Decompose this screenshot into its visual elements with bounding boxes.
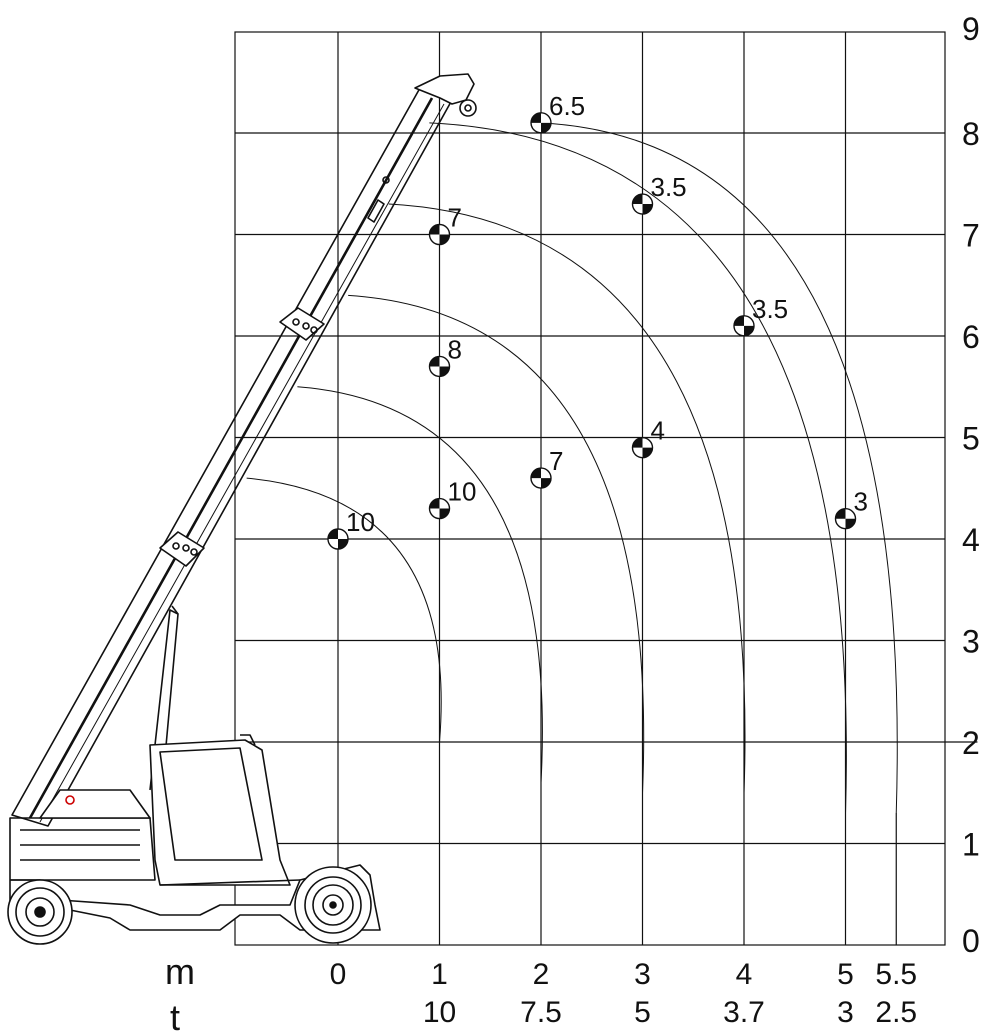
load-point: [327, 528, 349, 550]
load-point-label: 3.5: [651, 172, 687, 202]
load-tick-label: 7.5: [520, 996, 562, 1029]
x-tick-label: 5: [837, 958, 854, 991]
y-tick-label: 1: [962, 827, 980, 863]
load-unit-label: t: [170, 997, 180, 1036]
grid-frame: [234, 31, 946, 946]
load-point: [428, 497, 451, 520]
axis-labels: 0 1 2 3 4 5 5.5 10 7.5 5 3.7 3 2.5 mt 0 1 2 3 4 5 6 7 8 9: [165, 11, 980, 1036]
load-point-label: 7: [549, 446, 563, 476]
y-tick-label: 9: [962, 11, 980, 47]
x-tick-label: 4: [736, 958, 753, 991]
load-point: [631, 436, 654, 459]
load-point: [530, 467, 552, 489]
y-tick-label: 5: [962, 421, 980, 457]
radius-arc: [297, 386, 543, 814]
x-tick-label: 2: [533, 958, 550, 991]
y-tick-label: 0: [962, 923, 980, 959]
x-tick-label: 1: [431, 958, 448, 991]
telehandler-illustration: [7, 73, 477, 945]
x-unit-label: m: [165, 951, 195, 992]
load-point-label: 3: [854, 487, 868, 517]
load-point-label: 10: [448, 477, 477, 507]
load-tick-label: 2.5: [875, 996, 917, 1029]
load-points: 10 10 7 4 3 8 7 3.5 3.5 6.5: [327, 91, 868, 550]
y-tick-label: 4: [962, 522, 980, 558]
load-point-label: 6.5: [549, 91, 585, 121]
load-point: [428, 223, 451, 246]
y-tick-label: 8: [962, 116, 980, 152]
load-tick-label: 3: [837, 996, 854, 1029]
load-point: [834, 508, 857, 530]
radius-arc: [429, 122, 847, 814]
y-tick-label: 3: [962, 624, 980, 660]
load-tick-label: 10: [423, 996, 456, 1029]
load-point-label: 7: [448, 203, 462, 233]
load-point-label: 8: [448, 334, 462, 364]
load-tick-label: 3.7: [723, 996, 765, 1029]
load-point: [733, 315, 755, 337]
rear-wheel: [7, 879, 73, 945]
radius-arc: [246, 477, 442, 814]
load-tick-label: 5: [634, 996, 651, 1029]
radius-arc: [348, 294, 645, 814]
y-tick-label: 6: [962, 319, 980, 355]
load-point-label: 4: [651, 416, 665, 446]
boom-head: [414, 73, 475, 105]
load-point: [631, 193, 654, 215]
load-point-label: 10: [346, 507, 375, 537]
x-tick-label: 3: [634, 958, 651, 991]
radius-arc: [388, 203, 746, 814]
lift-cylinder: [149, 609, 179, 791]
front-wheel: [294, 866, 372, 944]
radius-arc: [540, 122, 898, 814]
load-point: [428, 355, 451, 378]
y-tick-label: 7: [962, 218, 980, 254]
y-tick-label: 2: [962, 725, 980, 761]
radius-arcs: [246, 122, 898, 814]
cab: [149, 739, 291, 886]
load-point: [530, 112, 552, 134]
load-point-label: 3.5: [752, 294, 788, 324]
x-tick-label: 0: [330, 958, 347, 991]
x-tick-label: 5.5: [875, 958, 917, 991]
